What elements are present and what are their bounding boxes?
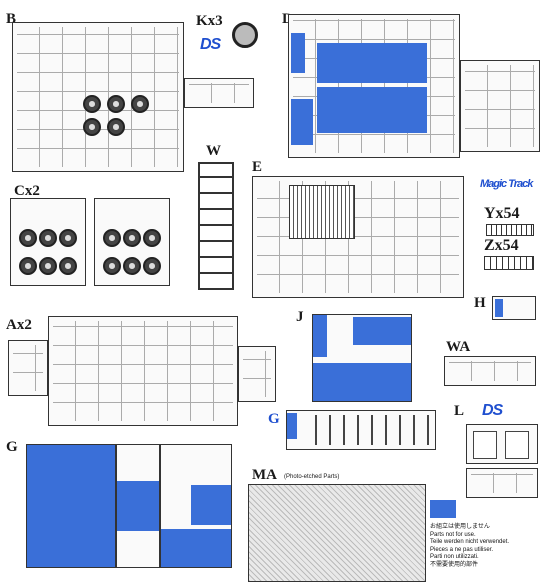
sprue-label-j: J bbox=[296, 309, 304, 325]
sprue-l-top bbox=[466, 424, 538, 464]
sprue-label-wa: WA bbox=[446, 339, 471, 355]
unused-parts-notice: お組立は使用しません Parts not for use. Teile werd… bbox=[430, 524, 540, 569]
sprue-b-extension-parts bbox=[189, 83, 249, 103]
wheel bbox=[39, 257, 57, 275]
wheel bbox=[59, 257, 77, 275]
unused-parts-area bbox=[287, 413, 297, 439]
road-wheel bbox=[83, 118, 101, 136]
sprue-c-left bbox=[10, 198, 86, 286]
sprue-label-g-small: G bbox=[268, 411, 280, 427]
wheel bbox=[19, 257, 37, 275]
track-link-y bbox=[486, 224, 534, 236]
unused-parts-area bbox=[27, 445, 115, 567]
chassis-frame-part bbox=[198, 162, 234, 290]
unused-parts-area bbox=[317, 87, 427, 133]
sprue-label-h: H bbox=[474, 295, 486, 311]
unused-parts-area bbox=[353, 317, 411, 345]
sprue-label-l: L bbox=[454, 403, 465, 419]
unused-parts-area bbox=[317, 43, 427, 83]
track-link-z bbox=[484, 256, 534, 270]
sprue-a-right-parts bbox=[243, 351, 271, 397]
sprue-a-right-panel bbox=[238, 346, 276, 402]
sprue-d-extension-parts bbox=[465, 65, 535, 147]
sprue-a-left-parts bbox=[13, 345, 43, 391]
unused-parts-area bbox=[117, 481, 159, 531]
sprue-e-parts bbox=[257, 181, 459, 293]
wheel bbox=[123, 257, 141, 275]
sprue-wa bbox=[444, 356, 536, 386]
wheel bbox=[39, 229, 57, 247]
unused-parts-area bbox=[191, 485, 231, 525]
grille-part bbox=[289, 185, 355, 239]
sprue-label-b: B bbox=[6, 11, 17, 27]
wheel bbox=[103, 229, 121, 247]
clear-part bbox=[473, 431, 497, 459]
unused-parts-area bbox=[313, 363, 411, 401]
sprue-label-k: Kx3 bbox=[196, 13, 223, 29]
sprue-j bbox=[312, 314, 412, 402]
sprue-label-y: Yx54 bbox=[484, 205, 520, 222]
sprue-label-d: D bbox=[282, 12, 293, 27]
notice-line: Parts not for use. bbox=[430, 531, 476, 538]
sprue-c-right bbox=[94, 198, 170, 286]
notice-line: Teile werden nicht verwendet. bbox=[430, 539, 510, 545]
wheel bbox=[143, 229, 161, 247]
wheel bbox=[59, 229, 77, 247]
sprue-g-left bbox=[26, 444, 116, 568]
wheel bbox=[123, 229, 141, 247]
sprue-l-bottom-parts bbox=[471, 473, 533, 493]
sprue-label-g: G bbox=[6, 439, 18, 455]
unused-parts-area bbox=[313, 315, 327, 357]
unused-parts-area bbox=[495, 299, 503, 317]
sprue-b-extension bbox=[184, 78, 254, 108]
road-wheel bbox=[107, 95, 125, 113]
sprue-g-middle bbox=[116, 444, 160, 568]
notice-line: お組立は使用しません bbox=[430, 524, 490, 530]
ma-note: (Photo-etched Parts) bbox=[284, 474, 340, 480]
polycap-ring-icon bbox=[232, 22, 258, 48]
sprue-label-z: Zx54 bbox=[484, 237, 519, 254]
road-wheel bbox=[131, 95, 149, 113]
sprue-g-right bbox=[160, 444, 232, 568]
sprue-a-parts bbox=[53, 321, 233, 421]
unused-parts-area bbox=[291, 33, 305, 73]
wheel bbox=[103, 257, 121, 275]
sprue-label-a: Ax2 bbox=[6, 317, 32, 333]
road-wheel bbox=[83, 95, 101, 113]
sprue-b bbox=[12, 22, 184, 172]
ds-logo: DS bbox=[200, 36, 221, 53]
sprue-e bbox=[252, 176, 464, 298]
unused-parts-area bbox=[291, 99, 313, 145]
magic-track-logo: Magic Track bbox=[480, 178, 533, 190]
wheel bbox=[19, 229, 37, 247]
sprue-wa-parts bbox=[449, 361, 531, 381]
sprue-label-c: Cx2 bbox=[14, 183, 40, 199]
sprue-d-extension bbox=[460, 60, 540, 152]
photo-etch-fret bbox=[248, 484, 426, 582]
notice-line: Parti non utilizzati. bbox=[430, 554, 479, 560]
sprue-l-bottom bbox=[466, 468, 538, 498]
ds-logo: DS bbox=[482, 402, 503, 419]
sprue-g-small-parts bbox=[303, 415, 433, 445]
notice-line: 不需要使用的部件 bbox=[430, 561, 479, 568]
sprue-label-ma: MA bbox=[252, 467, 277, 483]
sprue-d bbox=[288, 14, 460, 158]
wheel bbox=[143, 257, 161, 275]
sprue-a-left-panel bbox=[8, 340, 48, 396]
sprue-g-small bbox=[286, 410, 436, 450]
clear-part bbox=[505, 431, 529, 459]
notice-line: Pieces a ne pas utiliser. bbox=[430, 546, 494, 553]
sprue-a bbox=[48, 316, 238, 426]
unused-parts-swatch bbox=[430, 500, 456, 518]
road-wheel bbox=[107, 118, 125, 136]
sprue-label-w: W bbox=[206, 143, 221, 159]
sprue-h bbox=[492, 296, 536, 320]
unused-parts-area bbox=[161, 529, 231, 567]
sprue-label-e: E bbox=[252, 159, 263, 175]
